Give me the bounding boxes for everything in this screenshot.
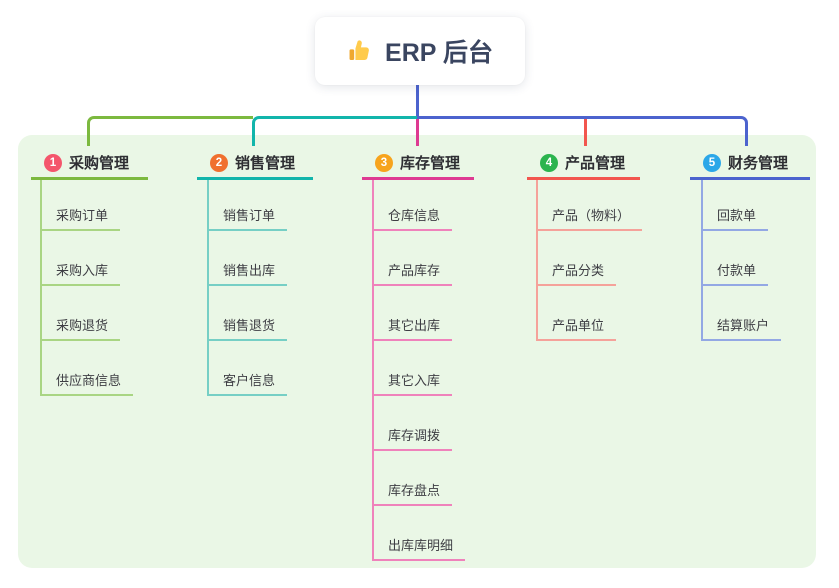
branch-title-label: 采购管理 xyxy=(69,155,130,172)
branch-trunk-line xyxy=(536,180,538,341)
child-node[interactable]: 销售退货 xyxy=(207,314,288,341)
branch-trunk-line xyxy=(372,180,374,561)
branches-panel xyxy=(18,135,816,568)
badge-1: 1 xyxy=(44,153,62,172)
branch-product: 4 产品管理 产品（物料） 产品分类产品单位 xyxy=(527,148,643,341)
child-node[interactable]: 采购入库 xyxy=(40,259,121,286)
child-node[interactable]: 回款单 xyxy=(701,204,769,231)
branch-title-sales[interactable]: 2 销售管理 xyxy=(197,148,313,180)
branch-sales: 2 销售管理 销售订单销售出库销售退货客户信息 xyxy=(197,148,313,396)
root-node[interactable]: ERP 后台 xyxy=(315,17,525,85)
child-node[interactable]: 库存调拨 xyxy=(372,424,453,451)
connector-root-stem xyxy=(416,84,419,119)
connector-branch-4 xyxy=(584,119,587,146)
child-node[interactable]: 产品单位 xyxy=(536,314,617,341)
child-node[interactable]: 客户信息 xyxy=(207,369,288,396)
branch-inventory: 3 库存管理 仓库信息产品库存其它出库其它入库库存调拨库存盘点出库库明细 xyxy=(362,148,474,561)
badge-4: 4 xyxy=(540,153,558,172)
badge-5: 5 xyxy=(703,153,721,172)
child-node[interactable]: 采购退货 xyxy=(40,314,121,341)
connector-branch-1 xyxy=(87,116,253,146)
branch-title-finance[interactable]: 5 财务管理 xyxy=(690,148,810,180)
child-node[interactable]: 销售订单 xyxy=(207,204,288,231)
child-node[interactable]: 库存盘点 xyxy=(372,479,453,506)
branch-trunk-line xyxy=(40,180,42,396)
child-node[interactable]: 产品（物料） xyxy=(536,204,643,231)
connector-branch-5 xyxy=(417,116,748,146)
branch-trunk-line xyxy=(207,180,209,396)
child-node[interactable]: 其它出库 xyxy=(372,314,453,341)
child-node[interactable]: 结算账户 xyxy=(701,314,782,341)
root-title: ERP 后台 xyxy=(385,39,493,67)
thumbs-up-icon xyxy=(347,38,374,65)
connector-branch-2 xyxy=(252,116,418,146)
branch-title-product[interactable]: 4 产品管理 xyxy=(527,148,640,180)
child-node[interactable]: 出库库明细 xyxy=(372,534,466,561)
child-node[interactable]: 付款单 xyxy=(701,259,769,286)
branch-finance: 5 财务管理 回款单付款单结算账户 xyxy=(690,148,810,341)
badge-2: 2 xyxy=(210,153,228,172)
branch-title-purchase[interactable]: 1 采购管理 xyxy=(31,148,148,180)
connector-branch-3 xyxy=(416,119,419,146)
branch-title-label: 库存管理 xyxy=(400,155,461,172)
branch-title-label: 销售管理 xyxy=(235,155,296,172)
child-node[interactable]: 其它入库 xyxy=(372,369,453,396)
child-node[interactable]: 产品分类 xyxy=(536,259,617,286)
child-node[interactable]: 销售出库 xyxy=(207,259,288,286)
child-node[interactable]: 供应商信息 xyxy=(40,369,134,396)
child-node[interactable]: 采购订单 xyxy=(40,204,121,231)
branch-title-label: 产品管理 xyxy=(565,155,626,172)
branch-title-label: 财务管理 xyxy=(728,155,789,172)
child-node[interactable]: 仓库信息 xyxy=(372,204,453,231)
branch-trunk-line xyxy=(701,180,703,341)
child-node[interactable]: 产品库存 xyxy=(372,259,453,286)
branch-title-inventory[interactable]: 3 库存管理 xyxy=(362,148,474,180)
branch-purchase: 1 采购管理 采购订单采购入库采购退货供应商信息 xyxy=(31,148,148,396)
badge-3: 3 xyxy=(375,153,393,172)
